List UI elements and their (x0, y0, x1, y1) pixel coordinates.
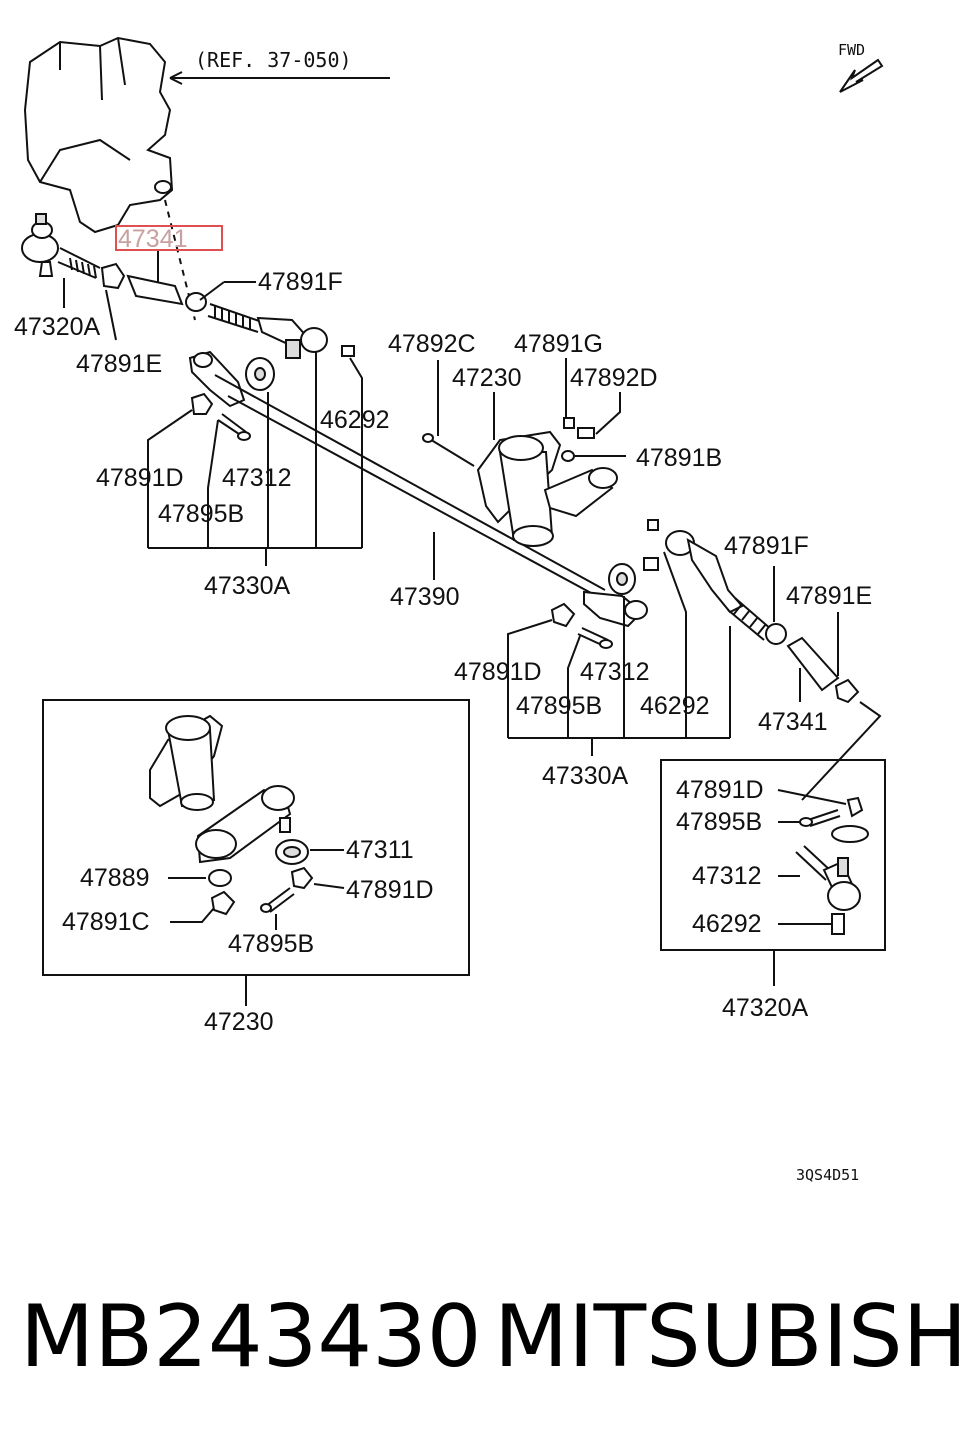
label-inset-castle-nut: 47891D (676, 776, 764, 804)
label-lock-nut-e-right: 47891E (786, 582, 872, 610)
label-tie-rod-assy-left: 47330A (204, 572, 291, 600)
label-idler-castle-nut: 47891D (346, 876, 434, 904)
idler-arm-top-drawing (422, 417, 618, 547)
steering-gearbox-drawing (23, 36, 196, 321)
label-lock-nut-e-left: 47891E (76, 350, 162, 378)
label-nut-g: 47891G (514, 330, 603, 358)
fwd-label: FWD (838, 41, 865, 59)
label-nut-c: 47892C (388, 330, 476, 358)
brand-name: MITSUBISHI (494, 1287, 960, 1387)
figure-code: 3QS4D51 (796, 1166, 859, 1184)
castle-nut-left-drawing (190, 392, 251, 441)
label-dust-cover-mid: 47312 (580, 658, 650, 686)
label-cotter-pin-mid: 47895B (516, 692, 602, 720)
label-inset-grease-fitting: 46292 (692, 910, 762, 938)
label-cotter-pin-left: 47895B (158, 500, 244, 528)
highlight-box (115, 225, 223, 251)
label-tie-rod-end-left: 47320A (14, 313, 101, 341)
label-relay-rod: 47390 (390, 583, 460, 611)
tie-rod-right-drawing (550, 519, 860, 704)
label-idler-cotter-pin: 47895B (228, 930, 314, 958)
reference-callout: (REF. 37-050) (169, 48, 390, 85)
label-nut-d: 47892D (570, 364, 658, 392)
label-idler-bushing: 47311 (346, 836, 414, 864)
reference-label: (REF. 37-050) (195, 48, 352, 72)
label-castle-nut-left: 47891D (96, 464, 184, 492)
label-castle-nut-mid: 47891D (454, 658, 542, 686)
label-inset-dust-cover: 47312 (692, 862, 762, 890)
label-adjust-tube-right: 47341 (758, 708, 828, 736)
relay-rod-drawing (188, 350, 648, 628)
tie-rod-end-inset (660, 759, 886, 986)
adjust-tube-left-drawing (100, 262, 355, 359)
label-dust-cover-left: 47312 (222, 464, 292, 492)
label-tie-rod-end-right: 47320A (722, 994, 809, 1022)
label-idler-arm-assy: 47230 (204, 1008, 274, 1036)
label-tie-rod-assy-right: 47330A (542, 762, 629, 790)
forward-arrow-icon: FWD (838, 41, 884, 93)
label-lock-nut-f-right: 47891F (724, 532, 809, 560)
label-inset-cotter-pin: 47895B (676, 808, 762, 836)
tie-rod-end-left-drawing (21, 213, 101, 279)
label-grease-fitting-left: 46292 (320, 406, 390, 434)
label-lock-nut-f-left: 47891F (258, 268, 343, 296)
leader-lines-upper (63, 250, 882, 801)
label-idler-arm-top: 47230 (452, 364, 522, 392)
label-grease-fitting-mid: 46292 (640, 692, 710, 720)
label-nut-b: 47891B (636, 444, 722, 472)
label-adjust-tube-left: 47341 (118, 225, 188, 253)
part-number: MB243430 (20, 1287, 482, 1387)
label-idler-lock-nut: 47891C (62, 908, 150, 936)
idler-arm-inset (42, 699, 470, 976)
label-idler-nut: 47889 (80, 864, 150, 892)
